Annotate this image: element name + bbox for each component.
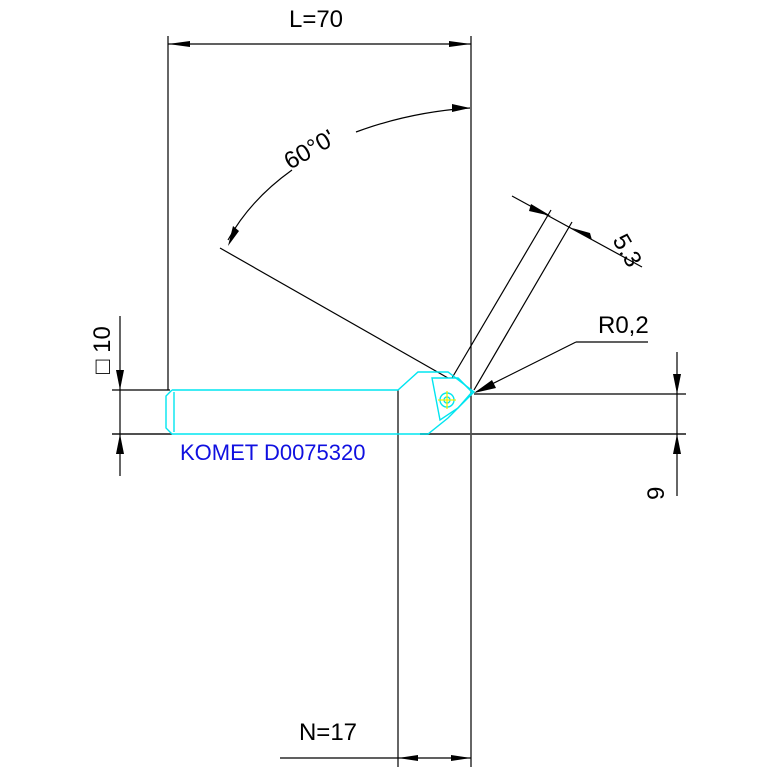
arrow-left-icon xyxy=(168,41,190,47)
insert-outline xyxy=(431,377,473,422)
shank-dimension: □ 10 xyxy=(89,316,172,476)
offset-label: N=17 xyxy=(299,719,357,746)
tool-label: KOMET D0075320 xyxy=(180,440,365,465)
arrow-right-icon xyxy=(449,41,471,47)
length-label: L=70 xyxy=(289,6,343,33)
insert-width-label: 5.3 xyxy=(607,230,647,272)
height-dimension: 9 xyxy=(420,352,686,500)
offset-dimension: N=17 xyxy=(280,390,471,767)
arrow-height-bottom-icon xyxy=(673,434,681,454)
radius-label: R0,2 xyxy=(598,312,649,339)
insert-extension-line-2 xyxy=(473,221,573,391)
tool-outline xyxy=(165,371,476,435)
angle-dimension: 60°0' xyxy=(219,104,471,379)
tool-body xyxy=(165,371,476,435)
angle-extension-line xyxy=(219,247,449,379)
shank-label: □ 10 xyxy=(89,326,116,374)
arrow-offset-left-icon xyxy=(398,755,418,761)
arrow-shank-bottom-icon xyxy=(116,434,124,454)
arrow-width-1-icon xyxy=(529,204,551,216)
arrow-offset-right-icon xyxy=(451,755,471,761)
arrow-shank-top-icon xyxy=(116,370,124,390)
insert-width-dimension: 5.3 xyxy=(451,195,647,391)
arrow-width-2-icon xyxy=(572,228,592,240)
arrow-radius-icon xyxy=(474,380,496,393)
arrow-angle-left-icon xyxy=(228,226,239,246)
insert-edge xyxy=(457,377,473,393)
angle-label: 60°0' xyxy=(280,125,340,175)
height-label: 9 xyxy=(643,487,670,500)
insert-extension-line-1 xyxy=(451,209,552,379)
radius-dimension: R0,2 xyxy=(474,312,649,393)
arrow-angle-right-icon xyxy=(452,104,470,112)
arrow-height-top-icon xyxy=(673,374,681,394)
length-dimension: L=70 xyxy=(167,6,472,767)
angle-arc-lower xyxy=(227,169,293,241)
